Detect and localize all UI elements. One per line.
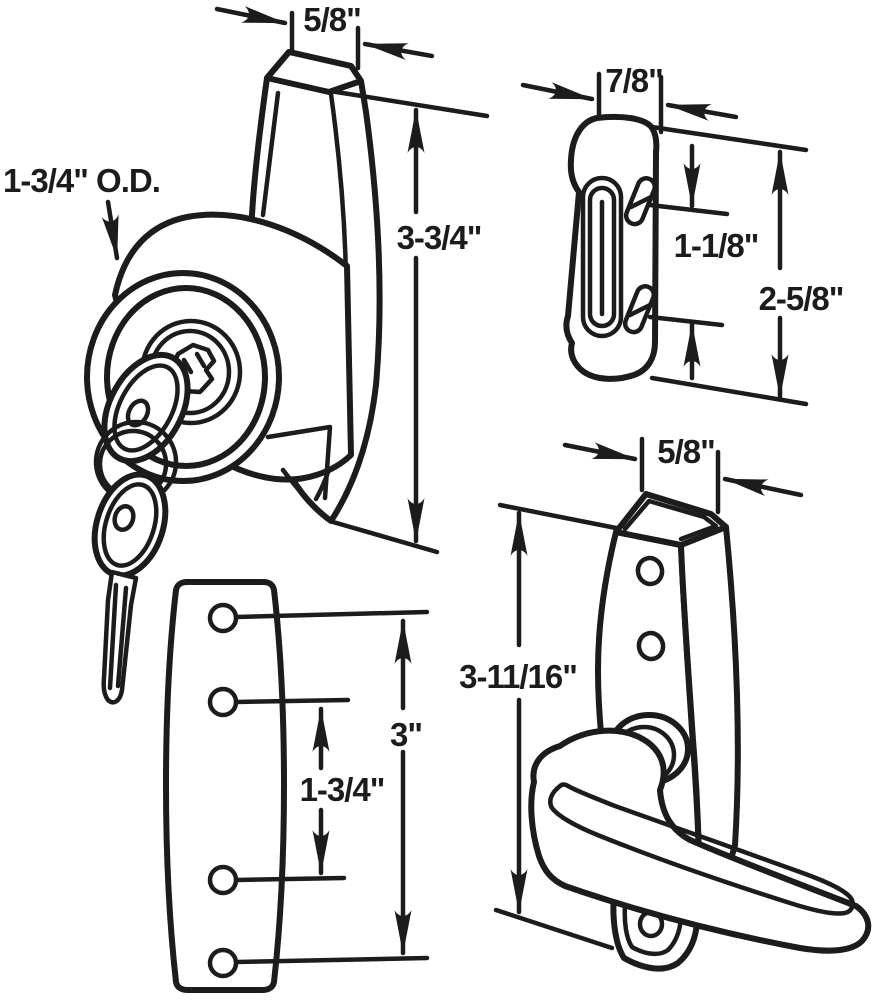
lever-base-inner <box>622 902 684 957</box>
leader-hole-2 <box>233 697 351 705</box>
key2-bow-hole <box>112 504 136 532</box>
ext-line-bottom <box>493 907 615 951</box>
ext-line-top <box>497 502 619 531</box>
figure-thumb-turn-lock <box>84 49 383 705</box>
arrow-right <box>665 102 739 121</box>
dim-label-width: 7/8" <box>605 62 663 99</box>
dim-label-inner: 1-3/4" <box>300 771 385 808</box>
wing-lower-panel <box>265 424 333 501</box>
figure-lever-latch <box>528 491 872 972</box>
arrow-left <box>562 442 638 462</box>
key-blade-notch <box>181 351 207 375</box>
ext-line-slot2 <box>647 314 725 328</box>
keeper-slot-lower-step <box>627 302 653 318</box>
arrow-right <box>722 476 804 498</box>
arrow-right <box>362 41 435 60</box>
lever-top-face-inner <box>622 498 719 542</box>
keeper-channel <box>580 175 624 339</box>
dims-mounting-plate: 3" 1-3/4" <box>233 609 430 965</box>
ext-line-top <box>649 124 809 153</box>
leader-od <box>101 199 120 261</box>
ext-line-bottom <box>649 375 809 407</box>
dim-label-width: 5/8" <box>303 1 361 38</box>
dims-thumb-turn: 5/8" 1-3/4" O.D. 3-3/4" <box>3 1 490 555</box>
figure-mounting-plate <box>163 579 287 993</box>
arrow-left <box>214 6 288 26</box>
keeper-outline <box>563 113 660 382</box>
wing-top-face <box>264 49 364 95</box>
wing-lower-bevel <box>280 467 334 524</box>
dims-lever-latch: 5/8" 3-11/16" <box>459 433 804 951</box>
dim-label-width: 5/8" <box>657 433 715 470</box>
ext-line-top <box>327 88 490 119</box>
key-bow-hole <box>125 398 151 428</box>
wing-panel-left-edge <box>260 90 281 218</box>
dim-label-slot-spacing: 1-1/8" <box>674 227 759 264</box>
lever-screw-hole-1 <box>635 555 665 587</box>
key2-bow-inner <box>101 482 159 568</box>
figure-keeper <box>563 113 660 382</box>
dims-keeper: 7/8" 1-1/8" 2-5/8" <box>520 62 844 407</box>
plate-outline <box>163 579 287 993</box>
leader-hole-4 <box>233 955 430 965</box>
key2-blade-cuts <box>107 582 129 691</box>
dim-label-outer: 3" <box>390 716 422 753</box>
dim-label-height: 3-3/4" <box>397 219 482 256</box>
ext-line-slot1 <box>647 202 730 217</box>
keeper-slot-upper-step <box>628 194 654 210</box>
lever-arm <box>528 727 872 954</box>
dim-label-od: 1-3/4" O.D. <box>3 162 160 199</box>
leader-hole-1 <box>233 609 430 620</box>
key-bow-inner <box>112 363 180 453</box>
dim-label-height: 2-5/8" <box>759 280 844 317</box>
leader-hole-3 <box>233 875 347 883</box>
ext-line-bottom <box>330 519 440 555</box>
keeper-channel-inner <box>587 185 617 329</box>
lever-arm-inner <box>548 782 855 916</box>
lever-screw-hole-2 <box>636 630 666 662</box>
arrow-left <box>520 82 595 102</box>
dim-label-height: 3-11/16" <box>459 658 577 695</box>
